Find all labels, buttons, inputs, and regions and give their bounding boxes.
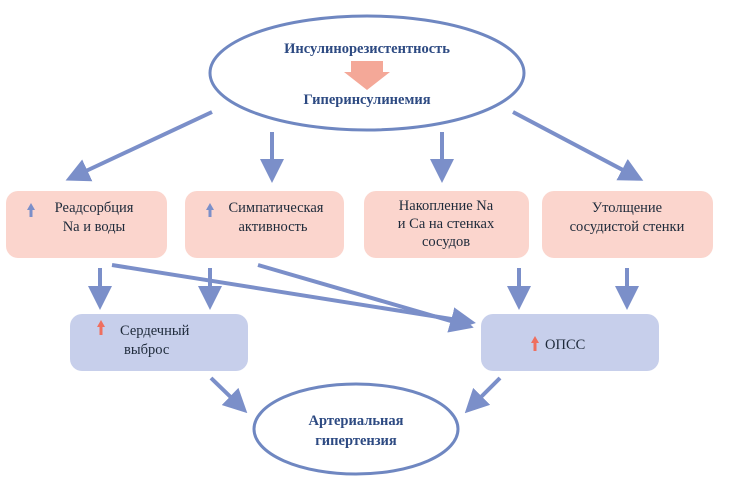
- thickening-line1: Утолщение: [592, 200, 662, 216]
- up-arrow-icon: [206, 203, 214, 217]
- reabsorption-line1: Реадсорбция: [55, 200, 134, 216]
- arrow-to-thickening: [512, 110, 644, 181]
- arrow-reabsorption-to-opss: [111, 263, 476, 332]
- cardiac-output-box: Сердечный выброс: [70, 314, 248, 371]
- hyperinsulinemia-label: Гиперинсулинемия: [303, 92, 430, 108]
- accumulation-line1: Накопление Na: [399, 198, 494, 214]
- up-arrow-icon: [27, 203, 35, 217]
- arrows-bottom: [209, 376, 502, 414]
- hypertension-ellipse: Артериальная гипертензия: [252, 382, 460, 476]
- arrow-output-to-hypertension: [209, 376, 248, 414]
- opss-box: ОПСС: [481, 314, 659, 371]
- thickening-box: Утолщение сосудистой стенки: [542, 191, 713, 258]
- accumulation-line2: и Ca на стенках: [398, 216, 495, 232]
- reabsorption-line2: Na и воды: [63, 219, 126, 235]
- insulin-resistance-ellipse: Инсулинорезистентность Гиперинсулинемия: [208, 14, 526, 132]
- cardiac-output-line2: выброс: [124, 342, 169, 358]
- sympathetic-box: Симпатическая активность: [185, 191, 344, 258]
- up-arrow-icon: [531, 336, 539, 351]
- cardiac-output-line1: Сердечный: [120, 323, 190, 339]
- sympathetic-line2: активность: [239, 219, 308, 235]
- thickening-line2: сосудистой стенки: [570, 219, 685, 235]
- insulin-resistance-label: Инсулинорезистентность: [284, 41, 450, 57]
- reabsorption-box: Реадсорбция Na и воды: [6, 191, 167, 258]
- hypertension-line2: гипертензия: [315, 433, 397, 449]
- sympathetic-line1: Симпатическая: [229, 200, 324, 216]
- arrow-to-reabsorption: [65, 110, 213, 182]
- arrow-opss-to-hypertension: [464, 376, 502, 414]
- accumulation-box: Накопление Na и Ca на стенках сосудов: [364, 191, 529, 258]
- hypertension-line1: Артериальная: [309, 413, 404, 429]
- arrows-middle: [88, 263, 639, 333]
- opss-label: ОПСС: [545, 337, 585, 353]
- down-arrow-icon: [344, 61, 390, 90]
- accumulation-line3: сосудов: [422, 234, 470, 250]
- arrows-top: [65, 110, 644, 183]
- arrow-sympathetic-to-opss: [257, 263, 474, 333]
- up-arrow-icon: [97, 320, 105, 335]
